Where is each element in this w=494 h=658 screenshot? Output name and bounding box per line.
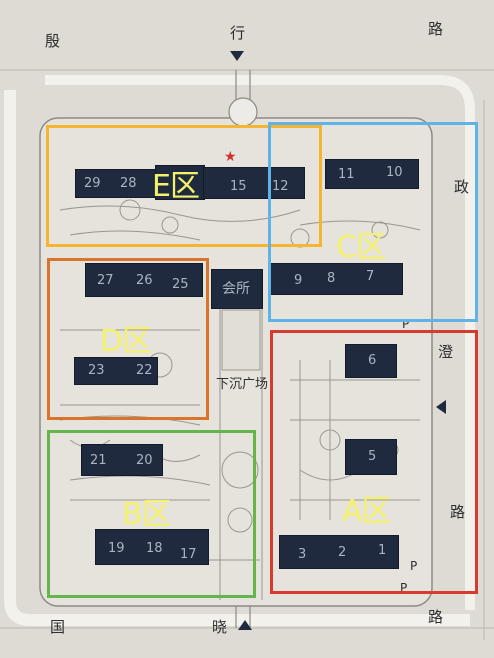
building-block [204, 168, 304, 198]
road-label-bottom-center: 晓 [212, 618, 228, 636]
building-block [346, 440, 396, 474]
roundabout [228, 97, 258, 127]
building-number: 8 [327, 271, 336, 286]
building-block [76, 170, 156, 197]
entrance-arrow-top [230, 51, 244, 61]
building-number: 22 [136, 363, 153, 378]
building-number: 21 [90, 453, 107, 468]
road-label-bottom-left: 国 [50, 618, 66, 636]
building-number: 11 [338, 167, 355, 182]
building-number: 2 [338, 545, 347, 560]
building-number: 18 [146, 541, 163, 556]
building-number: 23 [88, 363, 105, 378]
building-block [156, 166, 204, 199]
building-block [346, 345, 396, 377]
zone-c-label: C区 [336, 230, 386, 265]
building-number: 1 [378, 543, 387, 558]
building-number: 9 [294, 273, 303, 288]
building-block [86, 264, 202, 296]
building-block [326, 160, 418, 188]
outer-road [45, 75, 475, 610]
zone-d-frame [47, 258, 209, 420]
building-number: 25 [172, 277, 189, 292]
building-number: 28 [120, 176, 137, 191]
zone-a-label: A区 [342, 494, 392, 529]
building-number: 5 [368, 449, 377, 464]
building-number: 20 [136, 453, 153, 468]
zone-c-frame [268, 122, 478, 322]
building-number: 27 [97, 273, 114, 288]
zone-b-frame [47, 430, 256, 598]
zone-b-label: B区 [122, 497, 172, 532]
building-number: 6 [368, 353, 377, 368]
clubhouse-label: 会所 [222, 281, 250, 297]
building-number: 26 [136, 273, 153, 288]
road-label-top-left: 殷 [45, 32, 61, 50]
building-block [82, 445, 162, 475]
road-label-right-3: 路 [450, 503, 466, 521]
entrance-arrow-right [436, 400, 446, 414]
zone-e-frame [46, 125, 322, 247]
building-block [280, 536, 398, 568]
building-number: 10 [386, 165, 403, 180]
road-label-bottom-right: 路 [428, 608, 444, 626]
building-block [75, 358, 157, 384]
building-block [212, 270, 262, 308]
building-number: 17 [180, 547, 197, 562]
road-label-right-1: 政 [454, 178, 470, 196]
zone-d-label: D区 [100, 324, 152, 359]
entrance-arrow-bottom [238, 620, 252, 630]
building-number: 29 [84, 176, 101, 191]
building-number: 3 [298, 547, 307, 562]
building-number: 7 [366, 269, 375, 284]
parking-marker: P [410, 559, 418, 573]
building-number: 12 [272, 179, 289, 194]
building-number: 15 [230, 179, 247, 194]
building-block [96, 530, 208, 564]
zone-e-label: E区 [152, 169, 200, 204]
road-label-top-right: 路 [428, 20, 444, 38]
sunken-plaza-label: 下沉广场 [216, 377, 269, 392]
parking-marker: P [400, 581, 408, 595]
parking-marker: P [402, 317, 410, 331]
building-block [270, 264, 402, 294]
star-icon: ★ [224, 149, 237, 165]
outer-road [4, 90, 470, 626]
road-label-top-center: 行 [230, 24, 246, 42]
road-label-right-2: 澄 [438, 343, 454, 361]
zone-a-frame [270, 330, 478, 594]
building-number: 19 [108, 541, 125, 556]
